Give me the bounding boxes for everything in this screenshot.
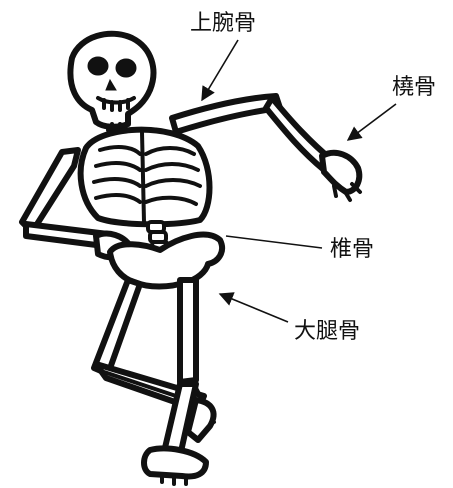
femur-arrow <box>220 294 288 322</box>
right-upper-arm <box>172 96 280 132</box>
vertebra-label: 椎骨 <box>330 237 374 262</box>
left-femur <box>94 280 140 374</box>
humerus-arrow <box>202 40 238 100</box>
skull <box>70 34 153 127</box>
skeleton-figure <box>22 34 360 484</box>
right-femur <box>180 280 196 382</box>
right-foot <box>144 449 206 477</box>
rib-cage <box>81 130 210 225</box>
radius-arrow <box>348 104 396 140</box>
humerus-label: 上腕骨 <box>190 11 256 36</box>
vertebra-arrow <box>226 236 322 248</box>
left-foot <box>188 400 214 440</box>
left-eye-socket <box>88 57 108 75</box>
right-eye-socket <box>116 59 136 77</box>
femur-label: 大腿骨 <box>294 319 360 344</box>
left-upper-arm <box>22 150 78 232</box>
radius-label: 橈骨 <box>392 75 436 100</box>
